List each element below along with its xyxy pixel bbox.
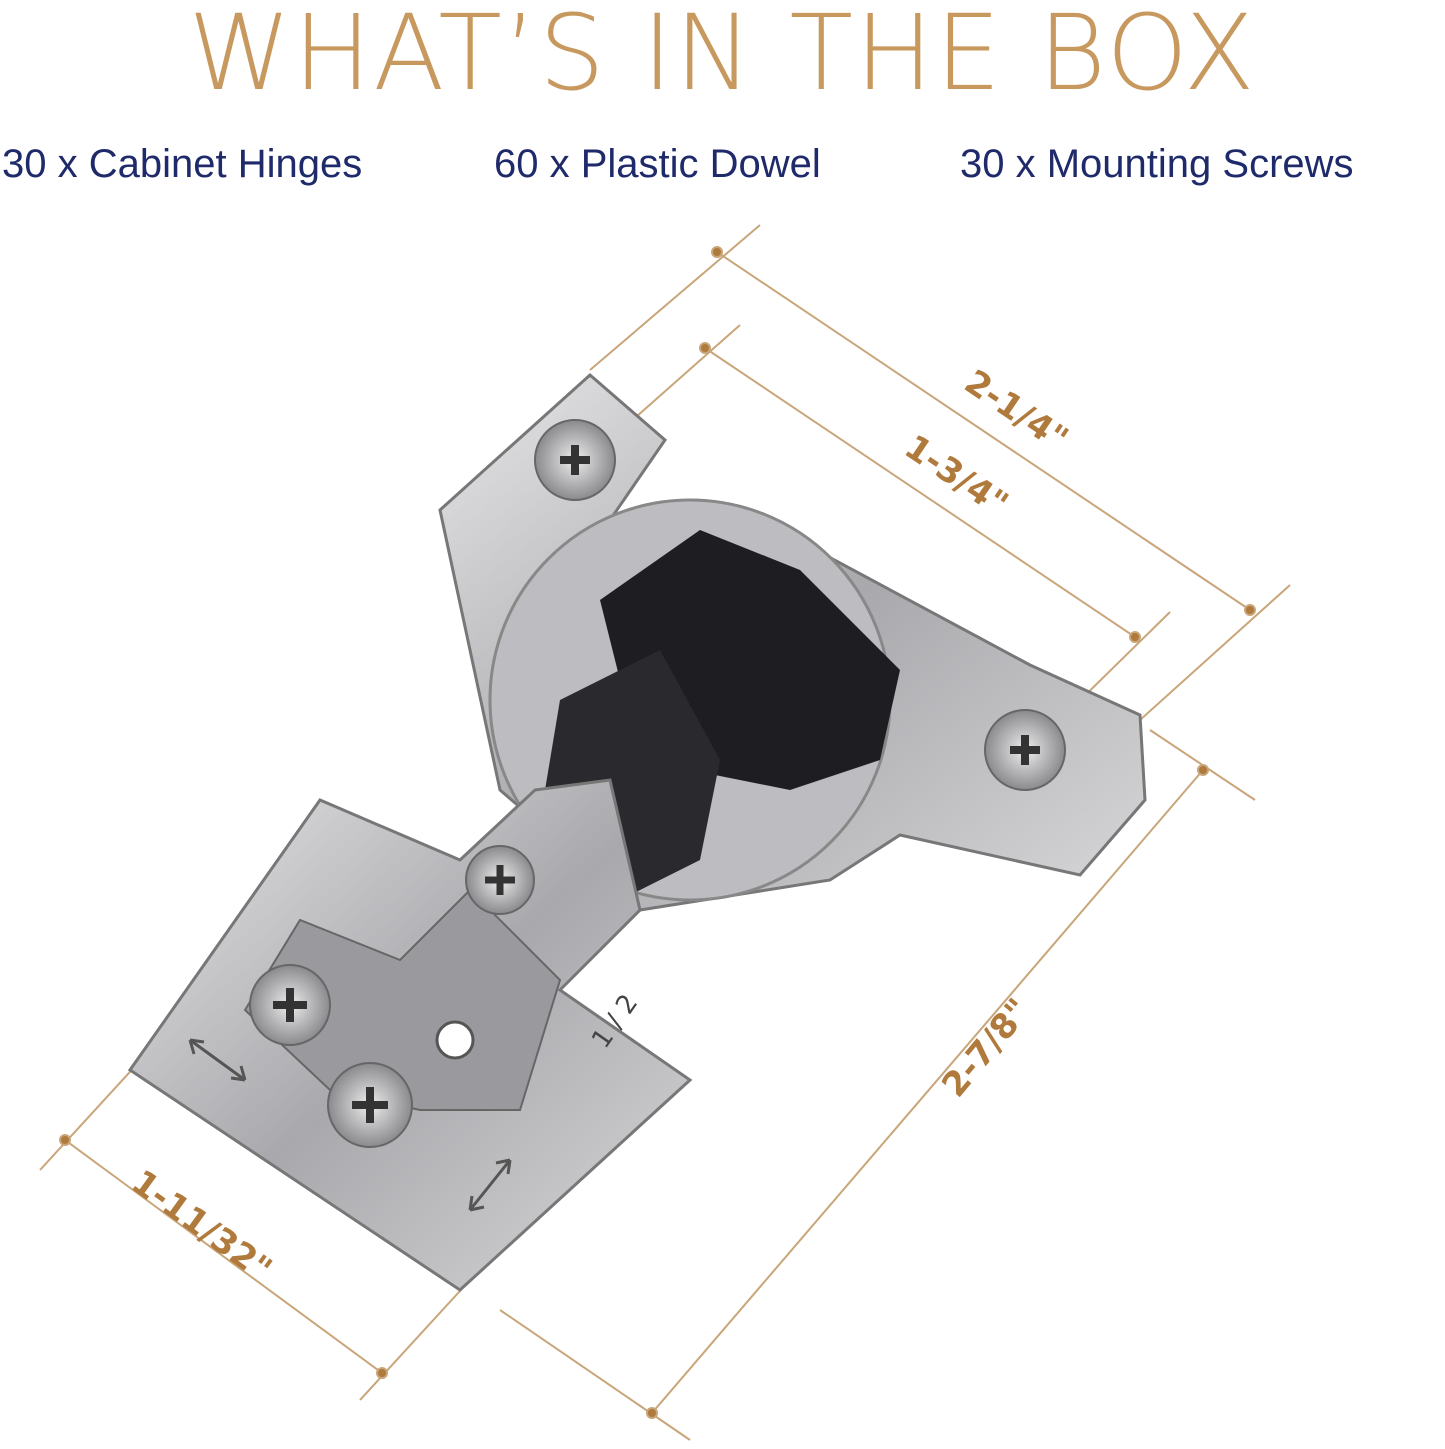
contents-item-screws: 30 x Mounting Screws bbox=[960, 142, 1354, 186]
contents-item-dowels: 60 x Plastic Dowel bbox=[494, 142, 821, 186]
contents-item-hinges: 30 x Cabinet Hinges bbox=[2, 142, 363, 186]
dimension-screw-span: 1-3/4" bbox=[897, 427, 1015, 525]
dimension-plate-length: 2-7/8" bbox=[934, 991, 1039, 1105]
dimension-plate-width: 1-11/32" bbox=[124, 1162, 279, 1290]
adjust-arrow-icon bbox=[188, 1038, 247, 1082]
dimension-overall-length: 2-1/4" bbox=[957, 362, 1075, 460]
hinge-mounting-plate: 1 / 2 bbox=[127, 778, 693, 1292]
adjust-arrow-icon bbox=[468, 1158, 512, 1212]
page-title: WHAT’S IN THE BOX bbox=[188, 0, 1257, 114]
